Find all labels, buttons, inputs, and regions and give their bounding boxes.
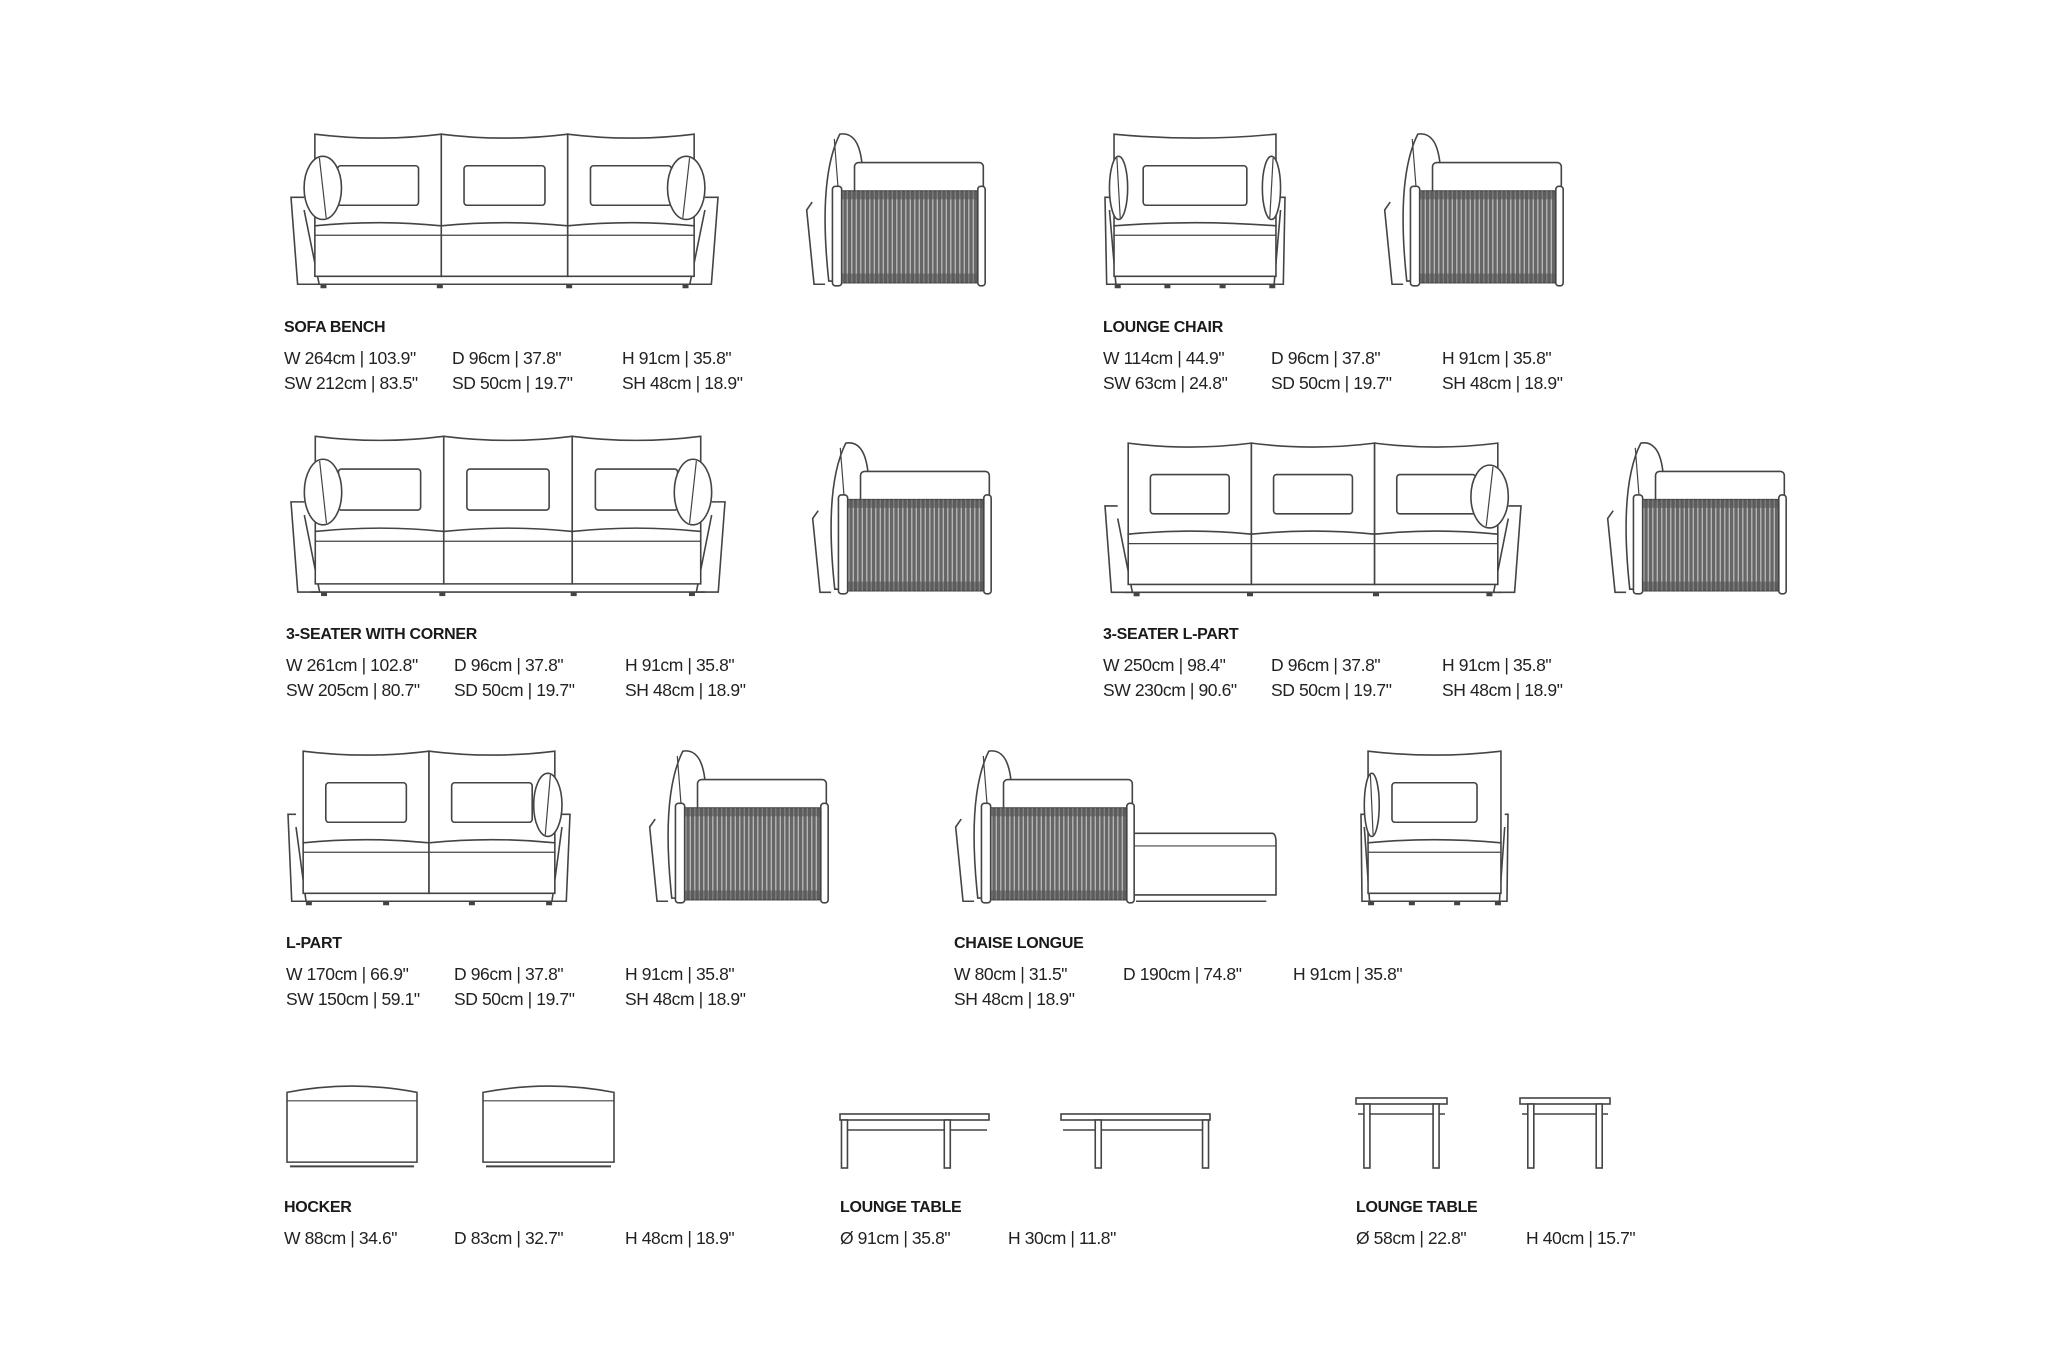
- 3-seater-with-corner-dimension: W 261cm | 102.8": [286, 655, 418, 675]
- 3-seater-l-part-dimension: SH 48cm | 18.9": [1442, 680, 1563, 700]
- chaise-longue-side-drawing: [952, 748, 1277, 906]
- 3-seater-with-corner-dimension: SD 50cm | 19.7": [454, 680, 575, 700]
- sofa-bench-dimension: W 264cm | 103.9": [284, 348, 416, 368]
- l-part-dimension: SD 50cm | 19.7": [454, 989, 575, 1009]
- l-part-front-drawing: [286, 748, 572, 906]
- l-part-front-drawing-svg: [287, 750, 571, 906]
- lounge-table-91-side-drawing-svg: [1060, 1113, 1211, 1169]
- lounge-table-91-dimension: H 30cm | 11.8": [1008, 1228, 1116, 1248]
- sofa-bench-side-drawing-svg: [805, 133, 986, 287]
- lounge-table-58-title: LOUNGE TABLE: [1356, 1199, 1478, 1216]
- chaise-longue-side-drawing-svg: [954, 750, 1277, 904]
- 3-seater-l-part-front-drawing-svg: [1104, 442, 1522, 597]
- lounge-chair-side-drawing-svg: [1383, 133, 1564, 287]
- 3-seater-l-part-front-drawing: [1103, 440, 1523, 597]
- lounge-chair-front-drawing: [1103, 131, 1287, 289]
- 3-seater-with-corner-title: 3-SEATER WITH CORNER: [286, 626, 478, 643]
- lounge-table-91-front-drawing-svg: [839, 1113, 990, 1169]
- 3-seater-l-part-side-drawing: [1604, 440, 1788, 597]
- hocker-title: HOCKER: [284, 1199, 352, 1216]
- lounge-chair-title: LOUNGE CHAIR: [1103, 319, 1223, 336]
- hocker-side-drawing: [480, 1084, 617, 1168]
- 3-seater-l-part-title: 3-SEATER L-PART: [1103, 626, 1239, 643]
- l-part-title: L-PART: [286, 935, 342, 952]
- 3-seater-with-corner-dimension: D 96cm | 37.8": [454, 655, 564, 675]
- l-part-side-drawing-svg: [648, 750, 829, 904]
- lounge-chair-dimension: SW 63cm | 24.8": [1103, 373, 1228, 393]
- hocker-front-drawing: [284, 1084, 420, 1168]
- sofa-bench-dimension: SW 212cm | 83.5": [284, 373, 418, 393]
- chaise-longue-dimension: W 80cm | 31.5": [954, 964, 1068, 984]
- 3-seater-l-part-side-drawing-svg: [1606, 442, 1787, 595]
- chaise-longue-front-drawing-svg: [1360, 750, 1509, 906]
- 3-seater-corner-side-drawing-svg: [811, 442, 992, 595]
- 3-seater-with-corner-dimension: H 91cm | 35.8": [625, 655, 735, 675]
- 3-seater-l-part-dimension: D 96cm | 37.8": [1271, 655, 1381, 675]
- 3-seater-l-part-dimension: SD 50cm | 19.7": [1271, 680, 1392, 700]
- lounge-table-91-dimension: Ø 91cm | 35.8": [840, 1228, 951, 1248]
- chaise-longue-dimension: SH 48cm | 18.9": [954, 989, 1075, 1009]
- l-part-dimension: SW 150cm | 59.1": [286, 989, 420, 1009]
- hocker-dimension: D 83cm | 32.7": [454, 1228, 564, 1248]
- lounge-chair-side-drawing: [1381, 131, 1565, 289]
- 3-seater-with-corner-dimension: SW 205cm | 80.7": [286, 680, 420, 700]
- lounge-table-91-front-drawing: [839, 1113, 990, 1169]
- 3-seater-with-corner-dimension: SH 48cm | 18.9": [625, 680, 746, 700]
- chaise-longue-title: CHAISE LONGUE: [954, 935, 1084, 952]
- lounge-chair-dimension: SD 50cm | 19.7": [1271, 373, 1392, 393]
- l-part-dimension: SH 48cm | 18.9": [625, 989, 746, 1009]
- sofa-bench-dimension: SH 48cm | 18.9": [622, 373, 743, 393]
- l-part-dimension: W 170cm | 66.9": [286, 964, 409, 984]
- lounge-table-58-front-drawing-svg: [1355, 1097, 1448, 1169]
- sofa-bench-dimension: D 96cm | 37.8": [452, 348, 562, 368]
- 3-seater-corner-front-drawing-svg: [290, 435, 726, 597]
- lounge-table-58-dimension: Ø 58cm | 22.8": [1356, 1228, 1467, 1248]
- sofa-bench-front-drawing-svg: [290, 133, 719, 289]
- 3-seater-l-part-dimension: SW 230cm | 90.6": [1103, 680, 1237, 700]
- lounge-chair-dimension: SH 48cm | 18.9": [1442, 373, 1563, 393]
- sofa-bench-title: SOFA BENCH: [284, 319, 386, 336]
- lounge-chair-front-drawing-svg: [1104, 133, 1286, 289]
- sofa-bench-side-drawing: [803, 131, 987, 289]
- 3-seater-l-part-dimension: H 91cm | 35.8": [1442, 655, 1552, 675]
- lounge-table-58-dimension: H 40cm | 15.7": [1526, 1228, 1636, 1248]
- chaise-longue-dimension: D 190cm | 74.8": [1123, 964, 1242, 984]
- 3-seater-corner-side-drawing: [809, 440, 993, 597]
- l-part-dimension: D 96cm | 37.8": [454, 964, 564, 984]
- chaise-longue-front-drawing: [1359, 748, 1510, 906]
- lounge-table-58-side-drawing-svg: [1519, 1097, 1611, 1169]
- lounge-chair-dimension: D 96cm | 37.8": [1271, 348, 1381, 368]
- lounge-table-58-front-drawing: [1355, 1097, 1448, 1169]
- sofa-bench-dimension: H 91cm | 35.8": [622, 348, 732, 368]
- hocker-side-drawing-svg: [482, 1085, 615, 1168]
- sofa-bench-dimension: SD 50cm | 19.7": [452, 373, 573, 393]
- hocker-dimension: H 48cm | 18.9": [625, 1228, 735, 1248]
- lounge-chair-dimension: H 91cm | 35.8": [1442, 348, 1552, 368]
- 3-seater-corner-front-drawing: [289, 433, 727, 597]
- lounge-chair-dimension: W 114cm | 44.9": [1103, 348, 1225, 368]
- l-part-dimension: H 91cm | 35.8": [625, 964, 735, 984]
- l-part-side-drawing: [646, 748, 830, 906]
- hocker-dimension: W 88cm | 34.6": [284, 1228, 398, 1248]
- sofa-bench-front-drawing: [289, 131, 720, 289]
- lounge-table-58-side-drawing: [1519, 1097, 1611, 1169]
- hocker-front-drawing-svg: [286, 1085, 418, 1168]
- lounge-table-91-title: LOUNGE TABLE: [840, 1199, 962, 1216]
- chaise-longue-dimension: H 91cm | 35.8": [1293, 964, 1403, 984]
- lounge-table-91-side-drawing: [1060, 1113, 1211, 1169]
- 3-seater-l-part-dimension: W 250cm | 98.4": [1103, 655, 1226, 675]
